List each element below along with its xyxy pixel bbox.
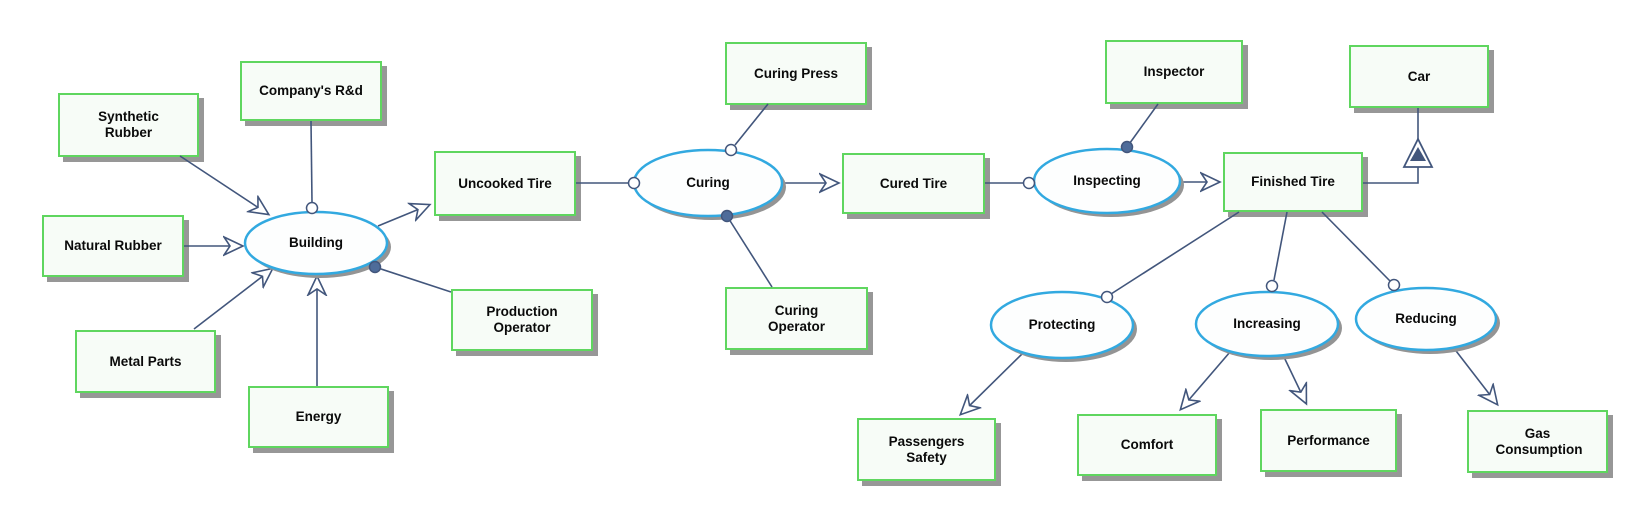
- edge-finished-tire-protecting: [1110, 211, 1240, 295]
- ellipse-increasing-label: Increasing: [1233, 316, 1301, 332]
- box-comfort[interactable]: Comfort: [1077, 414, 1217, 476]
- ellipse-inspecting[interactable]: Inspecting: [1034, 149, 1180, 213]
- edge-increasing-performance: [1282, 354, 1306, 403]
- edge-synthetic-rubber-building: [179, 155, 268, 214]
- box-cured-tire[interactable]: Cured Tire: [842, 153, 985, 214]
- box-companys-rd[interactable]: Company's R&d: [240, 61, 382, 121]
- box-inspector-label: Inspector: [1143, 64, 1205, 80]
- edge-finished-tire-increasing: [1273, 211, 1288, 281]
- box-synthetic-rubber-label: Synthetic Rubber: [98, 109, 159, 140]
- box-companys-rd-label: Company's R&d: [259, 83, 363, 99]
- open-circle-increasing-top: [1265, 279, 1279, 293]
- ellipse-inspecting-label: Inspecting: [1073, 173, 1141, 189]
- box-cured-tire-label: Cured Tire: [879, 175, 948, 191]
- box-finished-tire-label: Finished Tire: [1251, 174, 1335, 190]
- ellipse-curing-label: Curing: [686, 175, 730, 191]
- edge-curing-curing-operator: [726, 215, 773, 288]
- box-gas-consumption-label: Gas Consumption: [1495, 425, 1583, 457]
- box-finished-tire[interactable]: Finished Tire: [1223, 152, 1363, 212]
- box-car-label: Car: [1407, 68, 1431, 84]
- box-performance-label: Performance: [1287, 432, 1370, 448]
- edge-increasing-comfort: [1181, 351, 1231, 409]
- box-curing-press[interactable]: Curing Press: [725, 42, 867, 105]
- box-natural-rubber-label: Natural Rubber: [64, 238, 162, 254]
- ellipse-building-label: Building: [289, 235, 343, 251]
- box-curing-press-label: Curing Press: [753, 65, 839, 81]
- ellipse-building[interactable]: Building: [245, 212, 387, 274]
- box-car[interactable]: Car: [1349, 45, 1489, 108]
- box-metal-parts[interactable]: Metal Parts: [75, 330, 216, 393]
- edge-finished-tire-car: [1363, 167, 1419, 184]
- box-production-operator[interactable]: Production Operator: [451, 289, 593, 351]
- box-gas-consumption[interactable]: Gas Consumption: [1467, 410, 1608, 473]
- box-natural-rubber[interactable]: Natural Rubber: [42, 215, 184, 277]
- box-comfort-label: Comfort: [1120, 437, 1174, 453]
- ellipse-curing[interactable]: Curing: [634, 150, 782, 216]
- box-uncooked-tire[interactable]: Uncooked Tire: [434, 151, 576, 216]
- box-uncooked-tire-label: Uncooked Tire: [458, 175, 552, 191]
- open-circle-inspecting-left: [1022, 176, 1036, 190]
- box-curing-operator[interactable]: Curing Operator: [725, 287, 868, 350]
- edge-finished-tire-reducing: [1321, 211, 1391, 282]
- box-production-operator-label: Production Operator: [486, 304, 558, 335]
- ellipse-protecting[interactable]: Protecting: [991, 292, 1133, 358]
- edge-metal-parts-building: [193, 269, 272, 330]
- ellipse-increasing[interactable]: Increasing: [1196, 292, 1338, 356]
- box-metal-parts-label: Metal Parts: [109, 353, 182, 369]
- box-energy-label: Energy: [295, 409, 342, 425]
- ellipse-reducing-label: Reducing: [1395, 311, 1457, 327]
- box-synthetic-rubber[interactable]: Synthetic Rubber: [58, 93, 199, 157]
- box-passengers-safety[interactable]: Passengers Safety: [857, 418, 996, 481]
- box-energy[interactable]: Energy: [248, 386, 389, 448]
- edge-curing-press-curing: [734, 103, 769, 146]
- edge-companys-rd-building: [310, 120, 313, 203]
- ellipse-reducing[interactable]: Reducing: [1356, 288, 1496, 350]
- box-passengers-safety-label: Passengers Safety: [888, 433, 965, 465]
- box-inspector[interactable]: Inspector: [1105, 40, 1243, 104]
- box-curing-operator-label: Curing Operator: [767, 302, 825, 334]
- edge-inspector-inspecting: [1126, 103, 1159, 148]
- nested-triangle-arrowhead: [1402, 136, 1434, 168]
- edge-reducing-gas-consumption: [1452, 346, 1497, 404]
- ellipse-protecting-label: Protecting: [1028, 317, 1096, 333]
- edge-protecting-passengers-safety: [961, 353, 1023, 414]
- box-performance[interactable]: Performance: [1260, 409, 1397, 472]
